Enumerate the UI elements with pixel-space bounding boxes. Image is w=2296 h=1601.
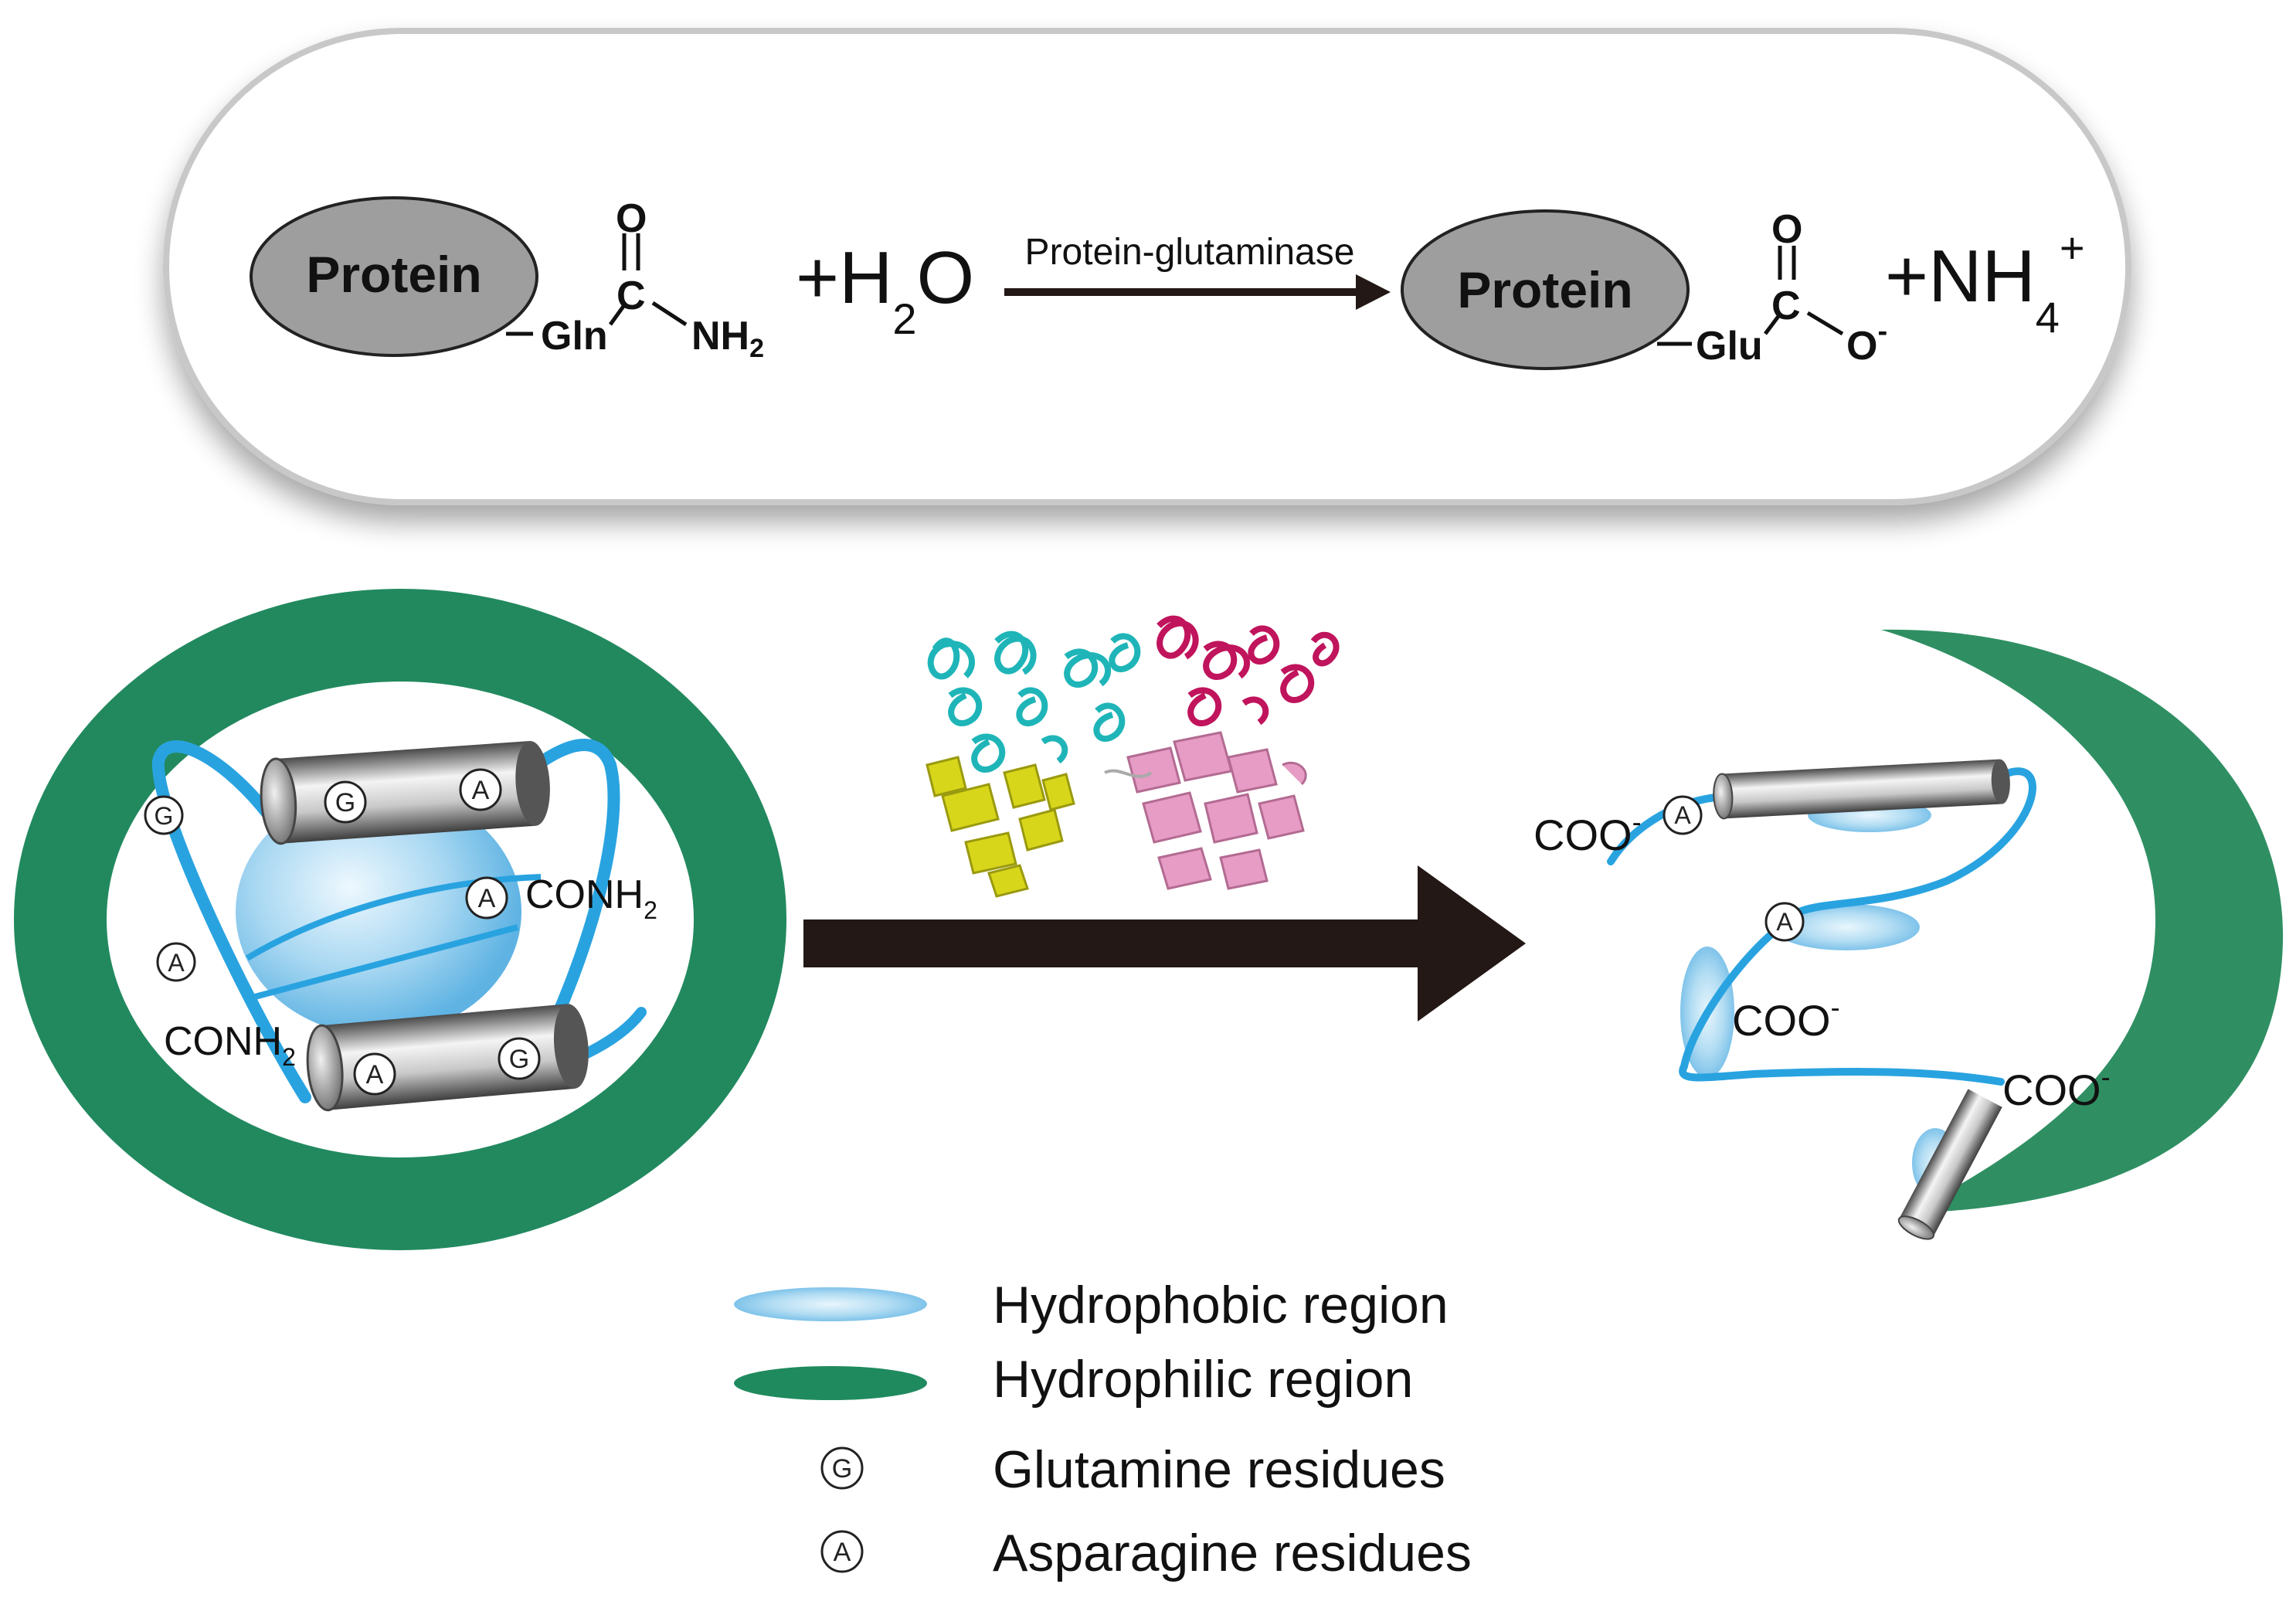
legend-label-hydrophobic: Hydrophobic region [993,1276,1449,1334]
native-residues: G G A A A A G [144,768,541,1096]
residue-circle [144,795,184,835]
reaction-arrow-head [1356,274,1391,310]
hydrophobic-core [236,788,521,1035]
gln-c-bond [608,304,627,326]
legend: Hydrophobic region Hydrophilic region G … [734,1276,1472,1582]
process-arrow [803,865,1526,1021]
protein-ellipse-left [250,196,538,357]
residue-letter: A [472,776,490,805]
gln-label: Gln [541,314,608,359]
carbon-right: C [1771,284,1801,328]
legend-glutamine-symbol [820,1446,864,1490]
residue-letter: G [335,788,355,817]
helix-top [260,740,550,845]
coo-label: COO- [1533,806,1642,859]
reaction-panel-frame [163,28,2131,505]
residue-circle [465,876,508,919]
residue-circle [1764,902,1805,942]
residue-letter: A [478,884,496,913]
ammonium-label: +NH4+ [1885,223,2085,342]
carbonyl-o-right: O [1771,207,1802,252]
enzyme-domain-magenta [1156,615,1340,726]
carbonyl-o-left: O [616,196,647,241]
native-protein: G G A A A A G CONH2 CONH2 [14,589,786,1250]
legend-hydrophobic-symbol [734,1287,927,1321]
coo-label: COO- [2002,1061,2111,1114]
residue-letter: A [1674,801,1691,829]
protein-ellipse-right [1401,209,1690,370]
legend-hydrophilic-symbol [734,1366,927,1400]
helix-right-bottom-cap [1897,1215,1934,1240]
residue-letter: A [366,1060,384,1089]
enzyme-label: Protein-glutaminase [1025,232,1355,273]
legend-label-glutamine: Glutamine residues [993,1440,1445,1499]
residue-circle [498,1037,541,1080]
helix-top-cap [260,757,297,845]
water-label: +H2O [796,236,974,343]
legend-asparagine-symbol [820,1530,864,1573]
process-arrow-head [1418,865,1526,1021]
helix-right-bottom-body [1899,1089,2002,1237]
chain-segment-1 [151,740,311,1103]
conh2-label-left: CONH2 [164,1019,296,1071]
carboxylate-o: O- [1846,315,1887,369]
helix-right-top-end [1991,759,2010,804]
residue-letter: A [1776,908,1793,936]
chain-segment [1679,767,2036,1086]
hydrophilic-ring [14,589,786,1250]
enzyme-loop [1104,769,1153,778]
helix-right-bottom [1897,1089,2002,1240]
conh2-label-right: CONH2 [525,872,657,924]
glu-c-bond [1764,314,1781,335]
carbon-left: C [616,274,646,318]
enzyme-domain-pink [1126,731,1307,890]
enzyme-structure [926,615,1340,898]
residue-circle [459,768,502,811]
hydrophilic-crescent [1881,629,2284,1213]
helix-right-top-body [1721,759,2002,819]
enzyme-domain-cyan [927,631,1141,773]
residue-circle [353,1052,396,1096]
residue-circle [1663,795,1703,835]
coo-label: COO- [1732,991,1840,1045]
legend-label-asparagine: Asparagine residues [993,1524,1472,1582]
helix-top-end [515,740,550,826]
deamidated-protein: A A COO- COO- COO- [1533,629,2284,1240]
residue-circle [324,780,367,824]
enzyme-domain-yellow [926,756,1075,898]
reaction-panel: Protein Gln C O NH2 +H2O Protein-glutami… [163,28,2131,505]
helix-right-top-cap [1713,773,1734,820]
protein-label-right: Protein [1457,261,1632,318]
chain-wrap-2 [253,924,519,1000]
legend-label-hydrophilic: Hydrophilic region [993,1350,1413,1409]
residue-letter: A [168,949,185,977]
residue-letter: G [509,1045,529,1074]
c-n-bond [651,301,688,327]
residue-letter: G [155,802,174,830]
process-arrow-shaft [803,919,1421,967]
residue-circle [156,942,196,982]
amide-nh: NH2 [691,314,764,363]
helix-bottom-cap [306,1024,344,1112]
protein-label-left: Protein [306,246,481,303]
hydrophobic-patch [1773,904,1920,950]
glu-label: Glu [1696,324,1763,369]
chain-segment [1607,794,1719,865]
legend-glutamine-letter: G [832,1454,852,1484]
helix-bottom-end [553,1004,589,1089]
legend-asparagine-letter: A [834,1538,851,1567]
c-o-bond [1806,311,1844,336]
helix-right-top [1713,759,2010,820]
